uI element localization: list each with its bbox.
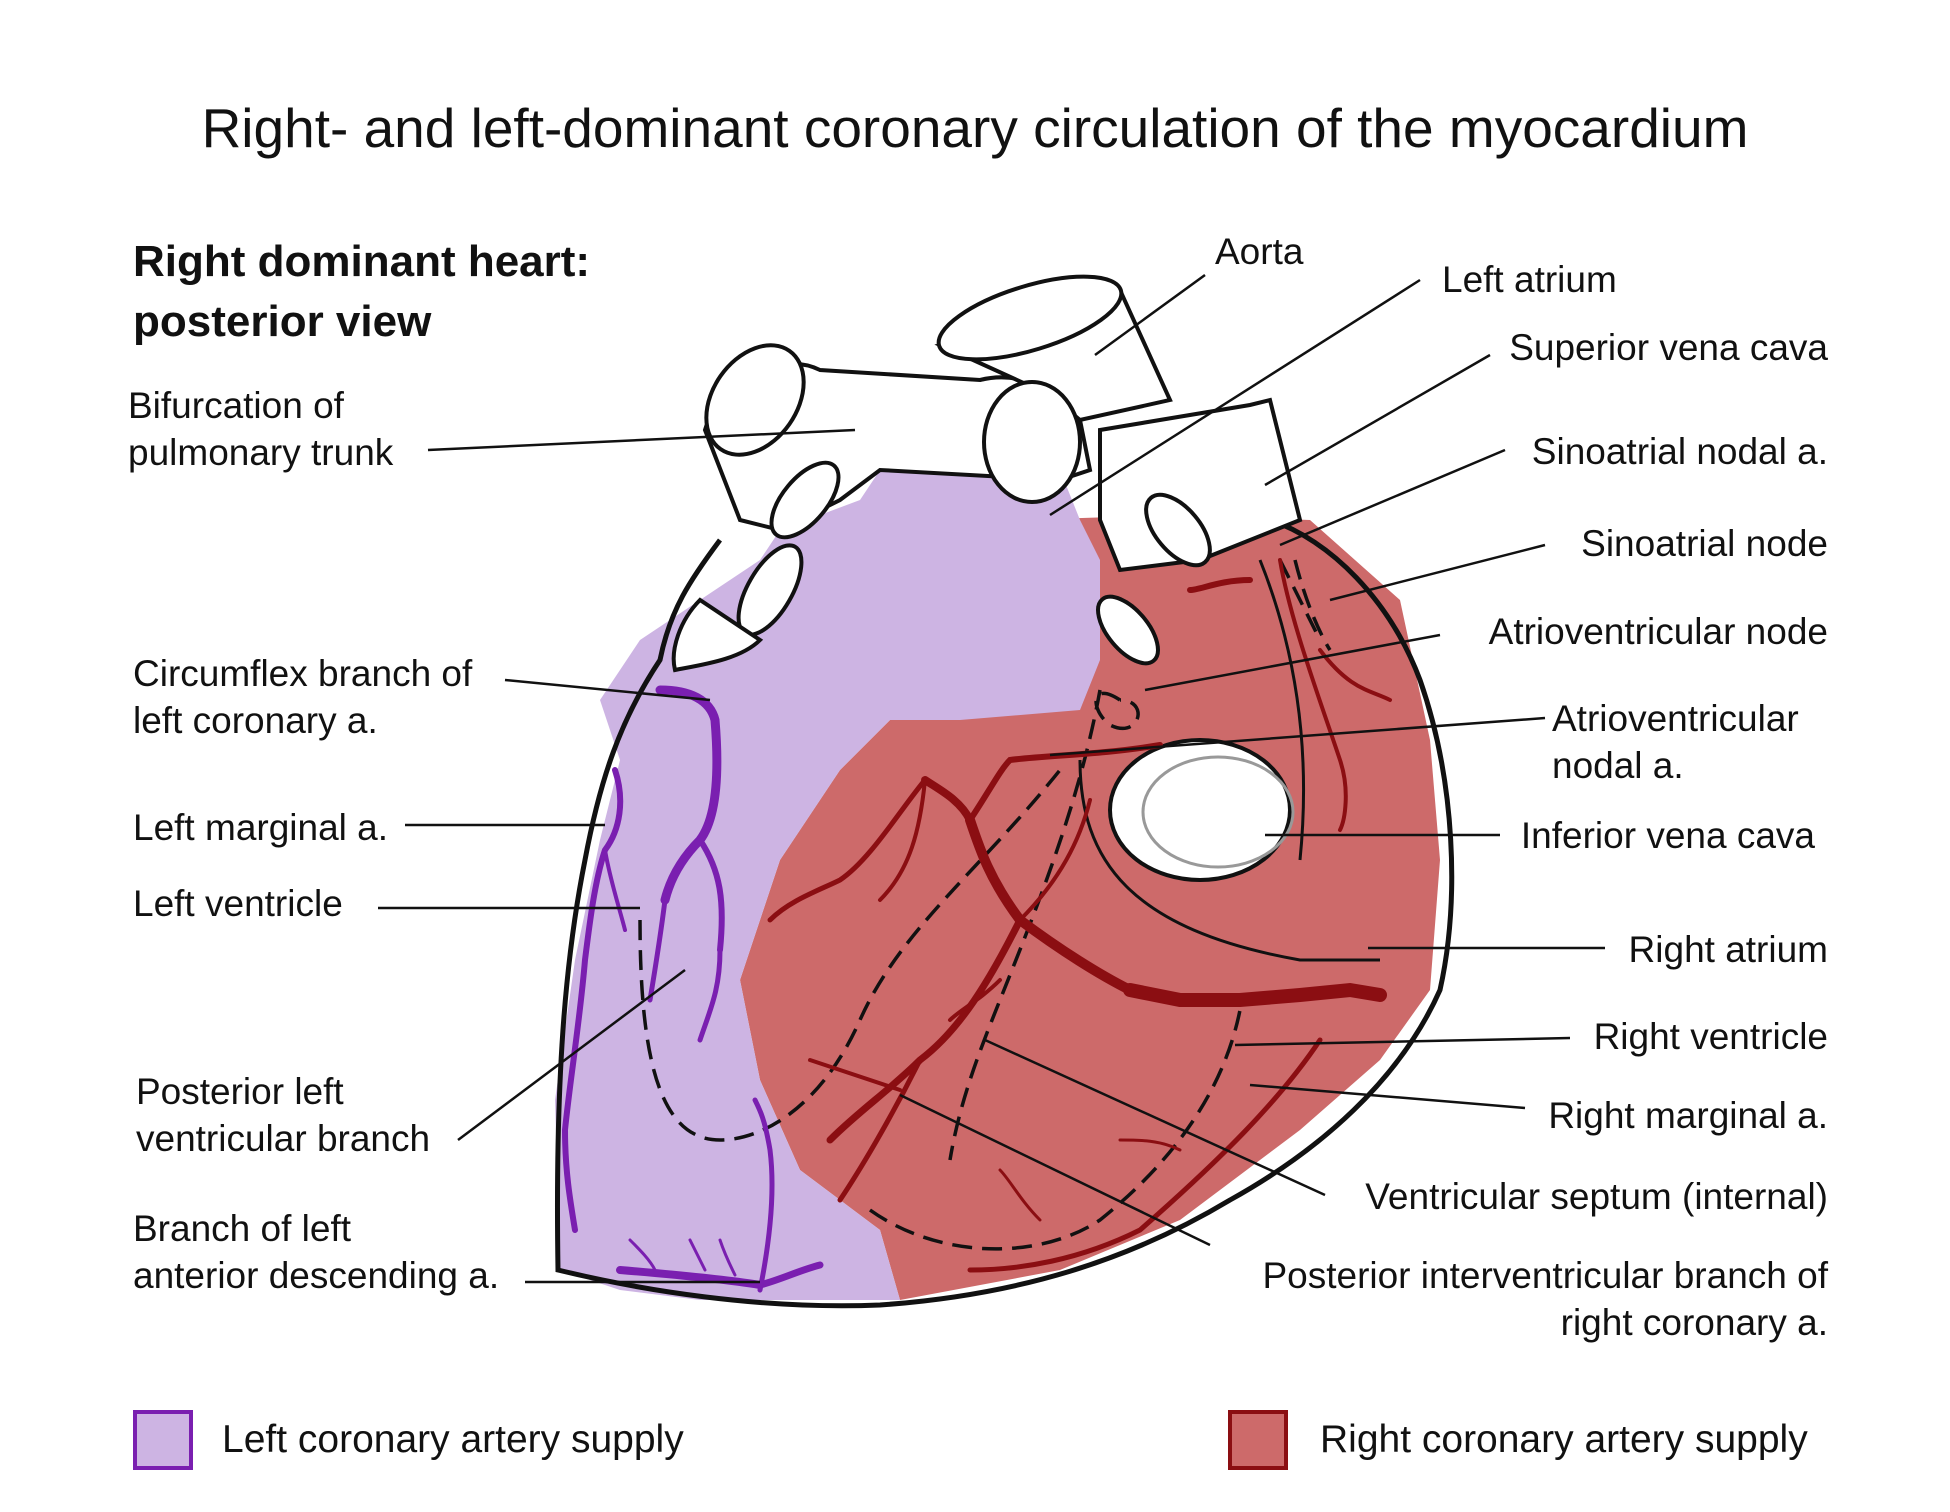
legend-right-swatch — [1228, 1410, 1288, 1470]
legend-left-label: Left coronary artery supply — [222, 1418, 684, 1461]
label-left-ventricle: Left ventricle — [133, 883, 343, 924]
great-vessels — [671, 274, 1303, 673]
heart-outline — [554, 517, 1455, 1309]
label-ventricular-septum: Ventricular septum (internal) — [1365, 1176, 1828, 1217]
label-aorta: Aorta — [1215, 231, 1304, 272]
label-atrioventricular-node: Atrioventricular node — [1488, 611, 1828, 652]
label-circumflex: Circumflex branch of left coronary a. — [133, 653, 473, 741]
legend-left-swatch — [133, 1410, 193, 1470]
label-branch-lad: Branch of left anterior descending a. — [133, 1208, 500, 1296]
right-coronary-branches — [767, 558, 1392, 1273]
page-title: Right- and left-dominant coronary circul… — [201, 97, 1749, 159]
label-left-marginal-a: Left marginal a. — [133, 807, 389, 848]
inferior-vena-cava-opening — [1108, 738, 1292, 882]
left-coronary-supply-region — [555, 470, 1100, 1300]
label-posterior-left-ventricular: Posterior left ventricular branch — [136, 1071, 431, 1159]
view-subtitle: Right dominant heart: posterior view — [133, 237, 591, 346]
label-inferior-vena-cava: Inferior vena cava — [1520, 815, 1815, 856]
leader-lines — [378, 273, 1605, 1284]
label-right-atrium: Right atrium — [1628, 929, 1828, 970]
label-sinoatrial-node: Sinoatrial node — [1581, 523, 1828, 564]
legend-right-label: Right coronary artery supply — [1320, 1418, 1808, 1461]
label-posterior-interventricular: Posterior interventricular branch of rig… — [1262, 1255, 1828, 1343]
label-left-atrium: Left atrium — [1442, 259, 1617, 300]
label-sinoatrial-nodal-a: Sinoatrial nodal a. — [1531, 431, 1828, 472]
label-bifurcation-pulmonary: Bifurcation of pulmonary trunk — [128, 385, 394, 473]
dashed-outlines — [638, 559, 1332, 1251]
label-superior-vena-cava: Superior vena cava — [1509, 327, 1828, 368]
left-coronary-branches — [561, 685, 824, 1293]
label-right-marginal-a: Right marginal a. — [1548, 1095, 1828, 1136]
label-right-ventricle: Right ventricle — [1593, 1016, 1828, 1057]
label-atrioventricular-nodal-a: Atrioventricular nodal a. — [1552, 698, 1799, 786]
